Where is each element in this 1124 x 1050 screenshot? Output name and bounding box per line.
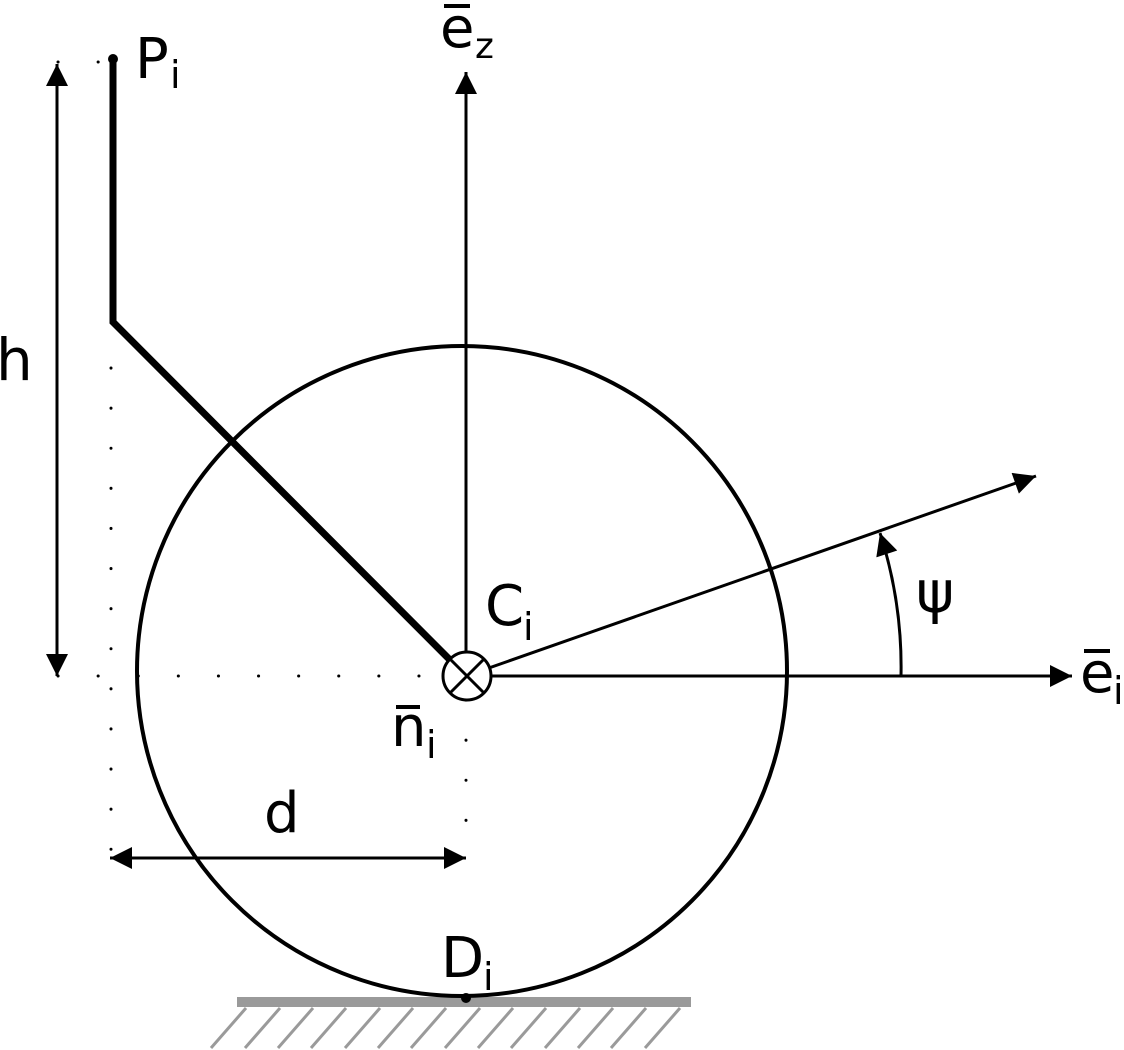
point-p-dot: [108, 54, 118, 64]
ground: [209, 997, 691, 1049]
normal-into-page-icon: [441, 650, 493, 702]
label-normal: n: [391, 695, 427, 760]
caster-arm: [109, 60, 469, 679]
direction-arrow: [465, 472, 1037, 678]
label-p: P: [135, 27, 169, 92]
ground-hatching: [209, 1007, 682, 1049]
label-distance: d: [264, 781, 300, 846]
label-center: C: [485, 574, 524, 639]
angle-arc: [876, 532, 903, 677]
label-height: h: [0, 326, 33, 394]
label-angle: ψ: [916, 558, 954, 626]
label-center-sub: i: [523, 605, 534, 649]
label-contact-sub: i: [483, 955, 494, 999]
label-normal-sub: i: [426, 723, 437, 767]
contact-point-dot: [461, 993, 471, 1003]
label-p-sub: i: [170, 53, 181, 97]
label-axis-z-sub: z: [475, 26, 494, 67]
label-contact: D: [441, 926, 484, 991]
label-axis-i-sub: i: [1113, 669, 1124, 713]
label-axis-z: e: [440, 0, 474, 61]
guide-lines: [56, 60, 468, 858]
